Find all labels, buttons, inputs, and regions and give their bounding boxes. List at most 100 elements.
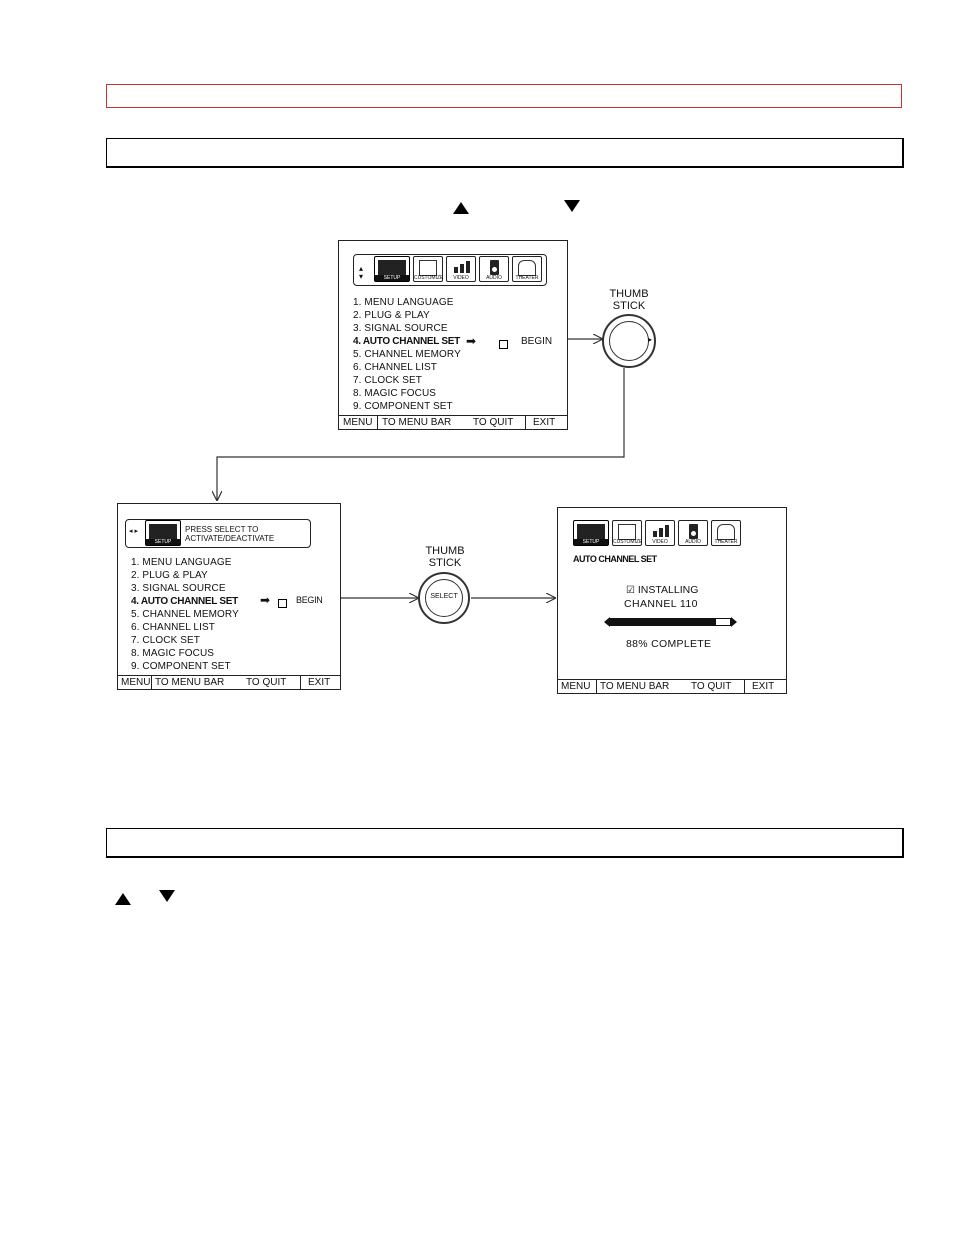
menu-item[interactable]: 3. SIGNAL SOURCE — [131, 583, 226, 594]
select-prompt: PRESS SELECT TO ACTIVATE/DEACTIVATE — [185, 525, 274, 543]
menu-item[interactable]: 3. SIGNAL SOURCE — [353, 323, 448, 334]
setup-icon-label: SETUP — [375, 275, 409, 281]
right-arrow-icon: ➡ — [260, 593, 271, 607]
customize-icon-label: CUSTOMIZE — [414, 275, 444, 281]
right-pointer-icon: ▸ — [647, 335, 652, 344]
audio-icon[interactable]: AUDIO — [479, 256, 509, 282]
footer-menu: MENU — [121, 677, 151, 688]
progress-left-cap — [604, 617, 610, 627]
setup-icon[interactable]: SETUP — [374, 256, 410, 282]
menu-icon-bar: SETUP CUSTOMIZE VIDEO AUDIO THEATER — [573, 520, 741, 546]
screen-footer: MENU TO MENU BAR TO QUIT EXIT — [558, 679, 786, 693]
thumb-stick-label-line2: STICK — [428, 557, 462, 569]
select-button[interactable]: SELECT — [418, 572, 470, 624]
begin-label: BEGIN — [296, 595, 323, 605]
setup-icon-label: SETUP — [574, 539, 608, 545]
down-arrow-icon — [159, 890, 175, 902]
thumb-stick-label: THUMB STICK — [416, 545, 474, 569]
theater-icon[interactable]: THEATER — [512, 256, 542, 282]
installing-status: ☑ INSTALLING — [626, 584, 698, 596]
footer-menu: MENU — [561, 681, 591, 692]
footer-exit: EXIT — [752, 681, 775, 692]
menu-item[interactable]: 8. MAGIC FOCUS — [131, 648, 215, 659]
menu-icon-bar: SETUP CUSTOMIZE VIDEO AUDIO THEATER — [374, 256, 542, 282]
screen-footer: MENU TO MENU BAR TO QUIT EXIT — [339, 415, 567, 429]
setup-icon[interactable]: SETUP — [145, 520, 181, 546]
progress-right-cap — [731, 617, 737, 627]
audio-icon[interactable]: AUDIO — [678, 520, 708, 546]
footer-to-quit: TO QUIT — [246, 677, 287, 688]
section-header-bar — [106, 828, 904, 858]
footer-to-menu-bar: TO MENU BAR — [382, 417, 452, 428]
prompt-line1: PRESS SELECT TO — [185, 525, 259, 534]
customize-icon[interactable]: CUSTOMIZE — [612, 520, 642, 546]
menu-item[interactable]: 6. CHANNEL LIST — [353, 362, 437, 373]
menu-item[interactable]: 2. PLUG & PLAY — [353, 310, 430, 321]
up-arrow-icon — [115, 893, 131, 905]
customize-icon[interactable]: CUSTOMIZE — [413, 256, 443, 282]
thumb-stick-label-line1: THUMB — [609, 288, 649, 300]
thumb-stick-label: THUMB STICK — [600, 288, 658, 312]
footer-exit: EXIT — [308, 677, 331, 688]
begin-label: BEGIN — [521, 336, 553, 347]
footer-menu: MENU — [343, 417, 373, 428]
prompt-frame — [125, 519, 311, 548]
menu-item[interactable]: 9. COMPONENT SET — [353, 401, 453, 412]
menu-item-selected[interactable]: 4. AUTO CHANNEL SET — [353, 336, 460, 347]
theater-icon-label: THEATER — [515, 275, 539, 281]
icon-bar-frame — [353, 254, 547, 286]
menu-item[interactable]: 5. CHANNEL MEMORY — [353, 349, 461, 360]
begin-checkbox[interactable] — [499, 336, 508, 354]
menu-item[interactable]: 6. CHANNEL LIST — [131, 622, 215, 633]
screen-footer: MENU TO MENU BAR TO QUIT EXIT — [118, 675, 340, 689]
video-icon-label: VIDEO — [453, 275, 469, 281]
menu-item[interactable]: 8. MAGIC FOCUS — [353, 388, 437, 399]
tv-screen-select-prompt: ◂ ▸ SETUP PRESS SELECT TO ACTIVATE/DEACT… — [117, 503, 341, 690]
thumb-stick-label-line1: THUMB — [425, 545, 465, 557]
menu-item[interactable]: 7. CLOCK SET — [131, 635, 200, 646]
video-icon[interactable]: VIDEO — [446, 256, 476, 282]
customize-icon-label: CUSTOMIZE — [613, 539, 643, 545]
theater-icon[interactable]: THEATER — [711, 520, 741, 546]
video-icon[interactable]: VIDEO — [645, 520, 675, 546]
footer-to-menu-bar: TO MENU BAR — [600, 681, 670, 692]
footer-to-quit: TO QUIT — [473, 417, 514, 428]
setup-menu-list: 1. MENU LANGUAGE 2. PLUG & PLAY 3. SIGNA… — [131, 556, 239, 673]
theater-icon-label: THEATER — [714, 539, 738, 545]
prompt-line2: ACTIVATE/DEACTIVATE — [185, 534, 275, 543]
screen-title: AUTO CHANNEL SET — [573, 554, 657, 564]
audio-icon-label: AUDIO — [486, 275, 502, 281]
setup-menu-list: 1. MENU LANGUAGE 2. PLUG & PLAY 3. SIGNA… — [353, 296, 461, 413]
setup-icon[interactable]: SETUP — [573, 520, 609, 546]
setup-icon-label: SETUP — [146, 539, 180, 545]
menu-item[interactable]: 1. MENU LANGUAGE — [131, 557, 232, 568]
progress-fill — [611, 619, 716, 625]
video-icon-label: VIDEO — [652, 539, 668, 545]
tv-screen-auto-channel-progress: SETUP CUSTOMIZE VIDEO AUDIO THEATER AUTO… — [557, 507, 787, 694]
begin-checkbox[interactable] — [278, 595, 287, 613]
select-label: SELECT — [430, 593, 458, 600]
menu-item[interactable]: 7. CLOCK SET — [353, 375, 422, 386]
progress-track — [610, 618, 731, 626]
audio-icon-label: AUDIO — [685, 539, 701, 545]
menu-item[interactable]: 1. MENU LANGUAGE — [353, 297, 454, 308]
progress-text: 88% COMPLETE — [626, 638, 712, 650]
menu-item-selected[interactable]: 4. AUTO CHANNEL SET — [131, 596, 238, 607]
progress-bar — [604, 617, 739, 627]
menu-item[interactable]: 9. COMPONENT SET — [131, 661, 231, 672]
arrow-knob-to-left-screen — [217, 368, 625, 500]
footer-to-quit: TO QUIT — [691, 681, 732, 692]
down-arrow-icon — [564, 200, 580, 212]
nav-arrows-icon: ▴▾ — [359, 264, 364, 281]
footer-to-menu-bar: TO MENU BAR — [155, 677, 225, 688]
thumb-stick-knob[interactable]: ▸ — [602, 314, 656, 368]
thumb-stick-label-line2: STICK — [612, 300, 646, 312]
checked-box-icon: ☑ — [626, 585, 635, 596]
menu-item[interactable]: 5. CHANNEL MEMORY — [131, 609, 239, 620]
section-header-bar — [106, 138, 904, 168]
title-bar — [106, 84, 902, 108]
left-right-arrows-icon: ◂ ▸ — [129, 528, 138, 535]
footer-exit: EXIT — [533, 417, 556, 428]
menu-item[interactable]: 2. PLUG & PLAY — [131, 570, 208, 581]
